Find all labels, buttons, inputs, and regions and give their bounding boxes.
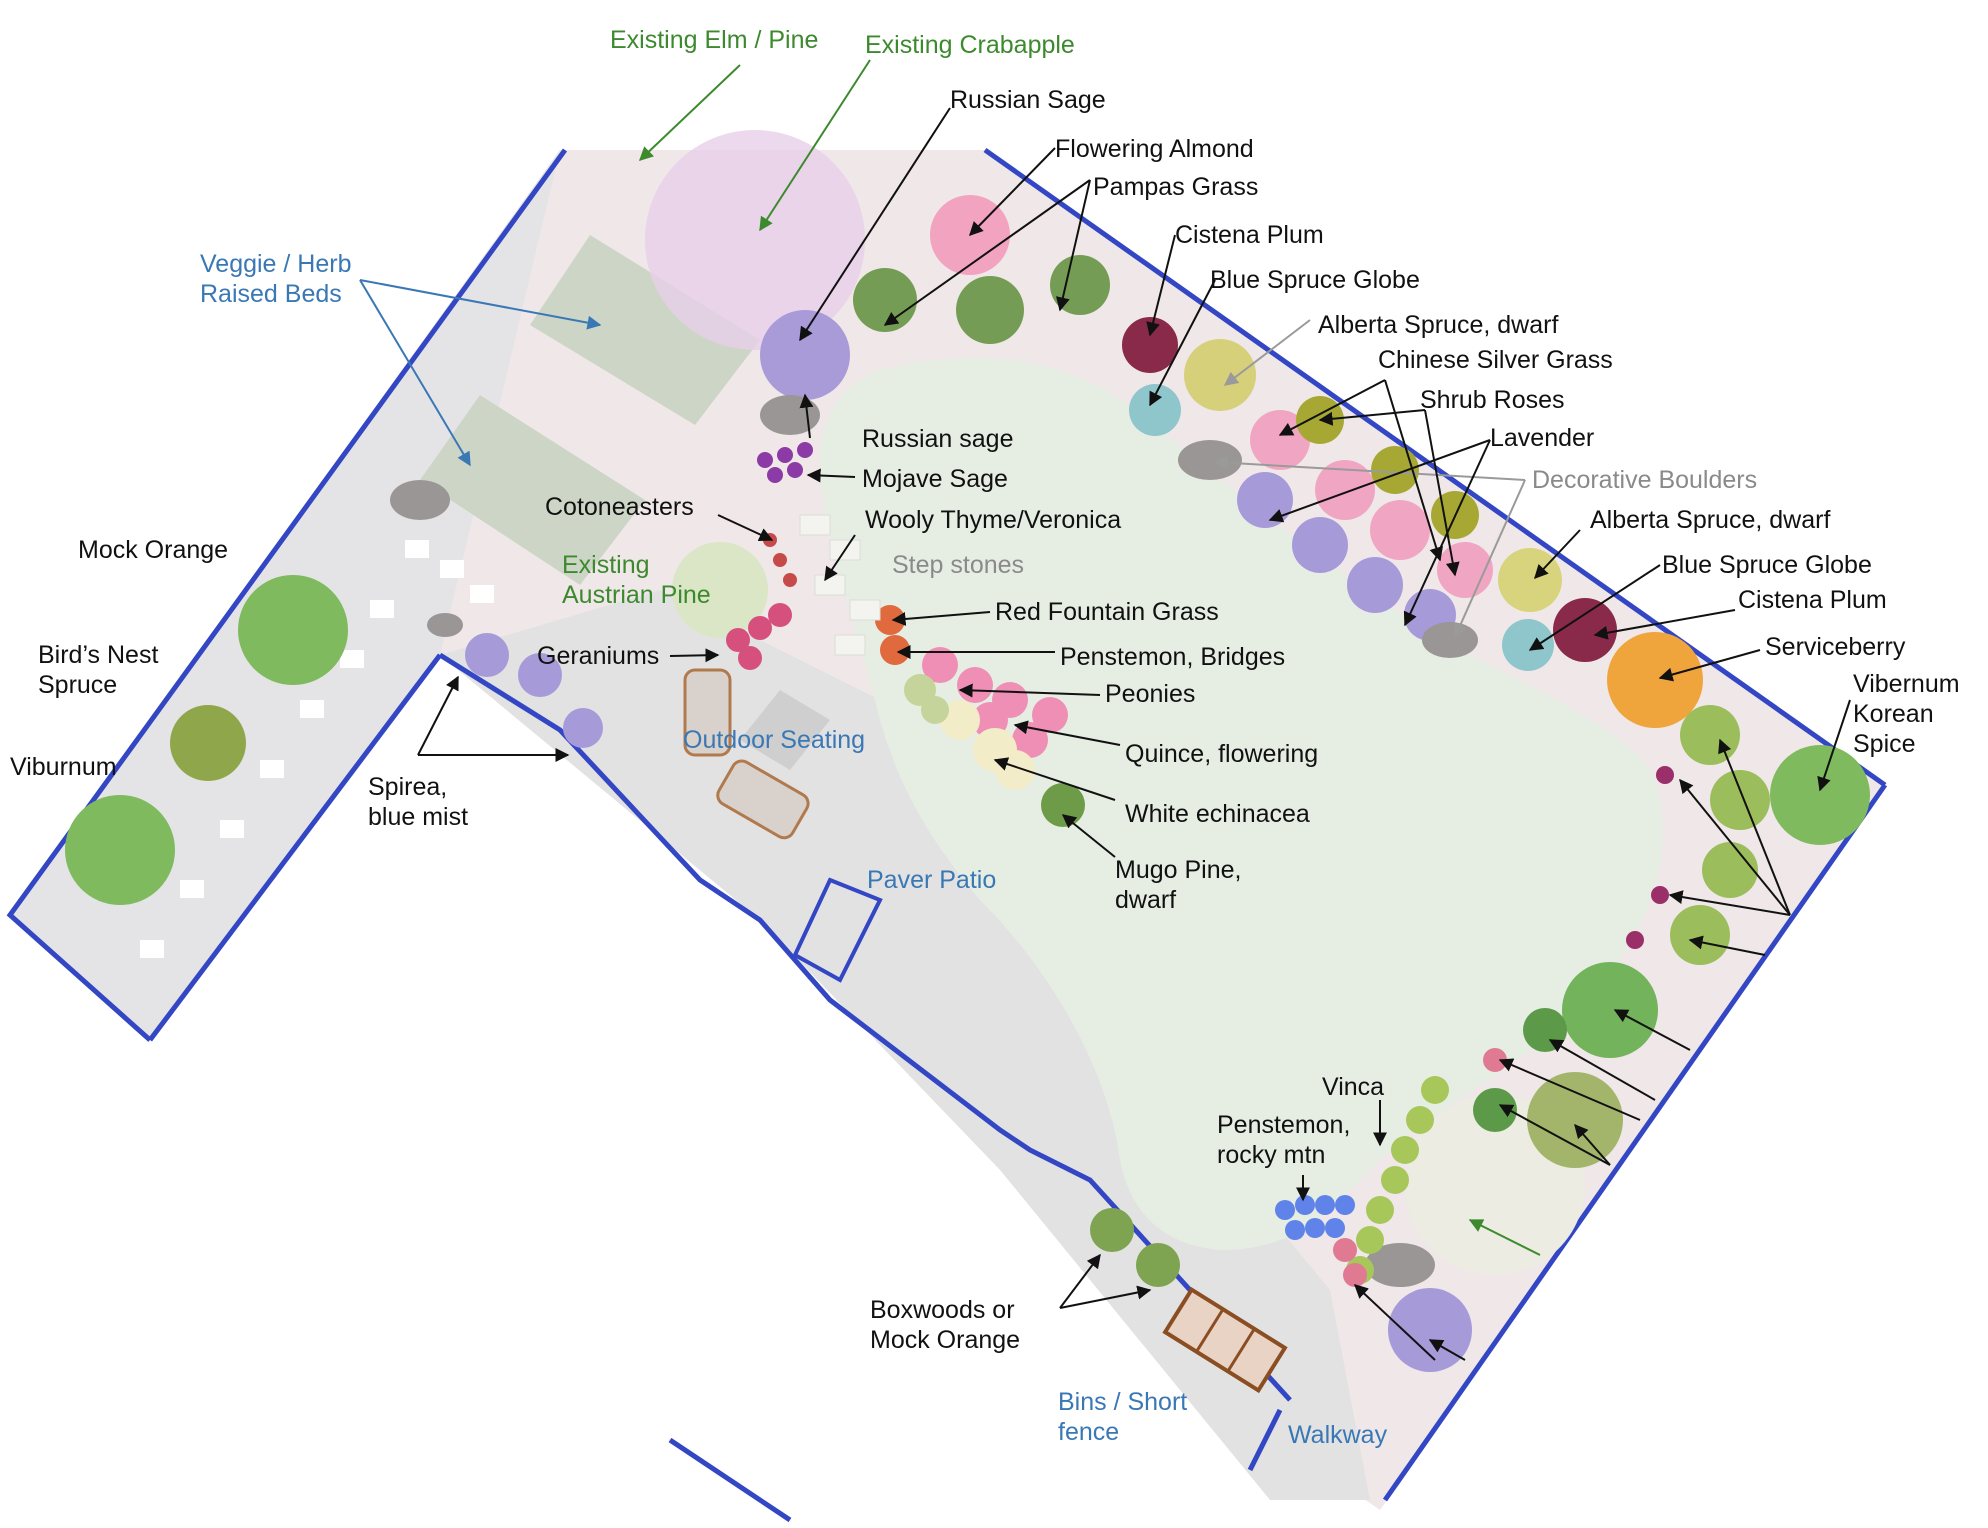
geranium-plants <box>726 603 792 670</box>
label-cotoneasters: Cotoneasters <box>545 493 694 521</box>
label-step-stones: Step stones <box>892 551 1024 579</box>
label-lavender: Lavender <box>1490 424 1594 452</box>
label-bins-line2: fence <box>1058 1418 1119 1446</box>
label-outdoor-seating: Outdoor Seating <box>683 726 865 754</box>
label-mugo-line2: dwarf <box>1115 886 1176 914</box>
bottom-fence <box>1247 1408 1283 1472</box>
label-penstemon-rocky-line1: Penstemon, <box>1217 1111 1350 1139</box>
label-existing-elm-pine: Existing Elm / Pine <box>610 26 818 54</box>
label-wooly-thyme: Wooly Thyme/Veronica <box>865 506 1121 534</box>
label-alberta-spruce-top: Alberta Spruce, dwarf <box>1318 311 1558 339</box>
label-quince: Quince, flowering <box>1125 740 1318 768</box>
alberta-spruce-top-plant <box>1184 339 1256 411</box>
house-wall <box>438 652 1292 1402</box>
wooly-thyme-step-stones <box>799 514 881 656</box>
cistena-plum-right-plant <box>1553 598 1617 662</box>
left-boundary <box>6 148 568 1042</box>
label-penstemon-rocky-line2: rocky mtn <box>1217 1141 1325 1169</box>
outdoor-chair-1 <box>683 668 732 757</box>
label-veggie-beds-line2: Raised Beds <box>200 280 342 308</box>
label-vinca: Vinca <box>1322 1073 1384 1101</box>
label-white-echinacea: White echinacea <box>1125 800 1310 828</box>
cistena-plum-top-plant <box>1122 317 1178 373</box>
penstemon-pink-plants <box>1333 1048 1507 1287</box>
leader-lines <box>359 59 1851 1361</box>
spirea-plants <box>465 633 603 748</box>
label-bins-line1: Bins / Short <box>1058 1388 1187 1416</box>
bins-short-fence <box>1162 1286 1288 1394</box>
alberta-spruce-right-plant <box>1498 548 1562 612</box>
label-boxwoods-line2: Mock Orange <box>870 1326 1020 1354</box>
patio-door <box>792 877 883 983</box>
outdoor-chair-2 <box>716 759 810 840</box>
label-russian-sage-top: Russian Sage <box>950 86 1106 114</box>
label-veggie-beds-line1: Veggie / Herb <box>200 250 352 278</box>
mugo-pine-plant <box>1041 783 1085 827</box>
label-peonies: Peonies <box>1105 680 1195 708</box>
label-viburnum-korean-line2: Korean <box>1853 700 1934 728</box>
label-viburnum-korean-line3: Spice <box>1853 730 1916 758</box>
label-existing-austrian-pine-line1: Existing <box>562 551 650 579</box>
label-alberta-spruce-right: Alberta Spruce, dwarf <box>1590 506 1830 534</box>
label-russian-sage-lower: Russian sage <box>862 425 1013 453</box>
label-spirea-line1: Spirea, <box>368 773 447 801</box>
label-flowering-almond: Flowering Almond <box>1055 135 1254 163</box>
label-pampas-grass: Pampas Grass <box>1093 173 1258 201</box>
label-geraniums: Geraniums <box>537 642 659 670</box>
label-birds-nest-line2: Spruce <box>38 671 117 699</box>
label-mojave-sage: Mojave Sage <box>862 465 1008 493</box>
lower-left-wall <box>668 1437 792 1523</box>
mock-orange-plant <box>238 575 348 685</box>
label-existing-crabapple: Existing Crabapple <box>865 31 1075 59</box>
label-blue-spruce-globe-top: Blue Spruce Globe <box>1210 266 1420 294</box>
blue-spruce-globe-top-plant <box>1129 384 1181 436</box>
decorative-boulders <box>390 395 1478 1287</box>
raised-bed-upper <box>530 235 760 425</box>
label-shrub-roses: Shrub Roses <box>1420 386 1565 414</box>
label-viburnum: Viburnum <box>10 753 117 781</box>
label-mugo-line1: Mugo Pine, <box>1115 856 1241 884</box>
existing-crabapple-tree <box>645 130 865 350</box>
label-paver-patio: Paver Patio <box>867 866 996 894</box>
label-viburnum-korean-line1: Vibernum <box>1853 670 1960 698</box>
right-boundary <box>1382 783 1888 1502</box>
viburnum-plant <box>65 795 175 905</box>
label-serviceberry: Serviceberry <box>1765 633 1906 661</box>
existing-austrian-pine-tree <box>672 542 768 638</box>
lawn <box>819 357 1663 1250</box>
raised-bed-lower <box>420 395 645 585</box>
label-blue-spruce-globe-right: Blue Spruce Globe <box>1662 551 1872 579</box>
label-spirea-line2: blue mist <box>368 803 468 831</box>
serviceberry-plant <box>1607 632 1703 728</box>
boxwood-plants <box>1090 1208 1180 1287</box>
label-birds-nest-line1: Bird’s Nest <box>38 641 158 669</box>
label-boxwoods-line1: Boxwoods or <box>870 1296 1015 1324</box>
label-penstemon-bridges: Penstemon, Bridges <box>1060 643 1285 671</box>
right-border-large-shrub <box>1527 1072 1623 1168</box>
label-red-fountain-grass: Red Fountain Grass <box>995 598 1219 626</box>
right-border-shrubs <box>1670 705 1770 965</box>
lower-russian-sage-plant <box>1388 1288 1472 1372</box>
right-border-accent-plants <box>1626 766 1674 949</box>
side-yard-step-stones <box>140 540 494 958</box>
label-mock-orange: Mock Orange <box>78 536 228 564</box>
label-walkway: Walkway <box>1288 1421 1388 1449</box>
blue-spruce-globe-right-plant <box>1502 619 1554 671</box>
mock-orange-right-plant <box>1562 962 1658 1058</box>
vinca-plants <box>1346 1076 1449 1284</box>
label-cistena-plum-right: Cistena Plum <box>1738 586 1887 614</box>
label-cistena-plum-top: Cistena Plum <box>1175 221 1324 249</box>
penstemon-bridges-plants <box>904 674 949 724</box>
label-existing-austrian-pine-line2: Austrian Pine <box>562 581 711 609</box>
viburnum-korean-spice-plant <box>1770 745 1870 845</box>
seating-rug <box>740 690 830 770</box>
label-chinese-silver-grass: Chinese Silver Grass <box>1378 346 1613 374</box>
mojave-sage-plants <box>757 442 813 483</box>
label-decorative-boulders: Decorative Boulders <box>1532 466 1757 494</box>
russian-sage-plant <box>760 310 850 400</box>
birds-nest-spruce-plant <box>170 705 246 781</box>
house-wall-lower <box>148 653 442 1042</box>
